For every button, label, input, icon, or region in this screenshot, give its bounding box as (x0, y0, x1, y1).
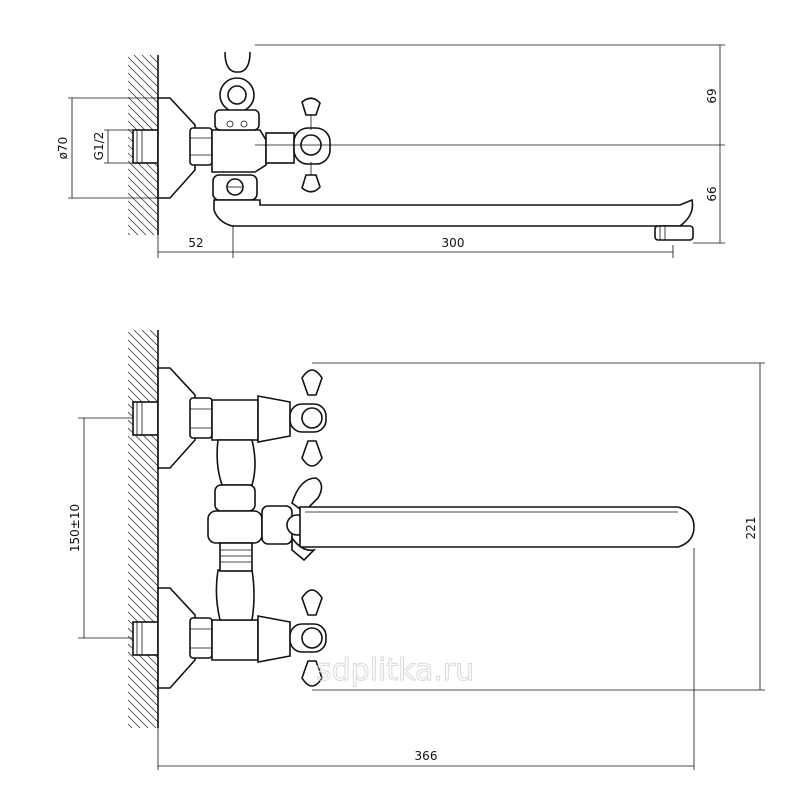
hatch-line (133, 329, 159, 355)
hatch-line (127, 699, 157, 729)
hatch-line (127, 56, 159, 88)
top-view-dimensions: ø70 G1/2 69 66 52 300 (56, 44, 725, 258)
hatch-line (127, 715, 141, 729)
hatch-line (127, 208, 155, 236)
hatch-line (127, 371, 159, 403)
total-length-label: 366 (415, 749, 438, 763)
wall-hatch-front (127, 329, 159, 729)
hatch-line (127, 683, 159, 715)
flange-diameter-label: ø70 (56, 137, 70, 160)
hatch-line (127, 363, 159, 395)
hatch-line (127, 216, 147, 236)
hatch-line (127, 451, 159, 483)
hatch-line (127, 168, 159, 200)
hatch-line (133, 54, 159, 80)
height-below-axis-label: 66 (705, 186, 719, 201)
hatch-line (127, 88, 159, 120)
hatch-line (141, 329, 159, 347)
hatch-line (127, 499, 159, 531)
hatch-line (127, 347, 159, 379)
hatch-line (127, 667, 159, 699)
hatch-line (127, 595, 159, 627)
hatch-line (141, 54, 159, 72)
hatch-line (127, 459, 159, 491)
hatch-line (127, 555, 159, 587)
spout-length-label: 300 (442, 236, 465, 250)
hatch-line (127, 331, 159, 363)
hatch-line (127, 563, 159, 595)
hatch-line (127, 523, 159, 555)
hatch-line (127, 80, 159, 112)
total-height-label: 221 (744, 517, 758, 540)
front-view (127, 329, 695, 729)
hatch-line (127, 355, 159, 387)
hatch-line (127, 64, 159, 96)
hatch-line (127, 72, 159, 104)
hatch-line (127, 515, 159, 547)
hatch-line (127, 160, 159, 192)
hatch-line (127, 443, 159, 475)
front-view-dimensions: 221 150±10 366 (68, 362, 765, 770)
hatch-line (127, 707, 149, 729)
hatch-line (127, 691, 159, 723)
hatch-line (127, 184, 159, 216)
hatch-line (127, 675, 159, 707)
inlet-spacing-label: 150±10 (68, 504, 82, 552)
hatch-line (127, 491, 159, 523)
hatch-line (127, 571, 159, 603)
hatch-line (127, 483, 159, 515)
hatch-line (127, 96, 159, 128)
thread-size-label: G1/2 (92, 132, 106, 161)
hatch-line (127, 467, 159, 499)
hatch-line (127, 659, 159, 691)
hatch-line (127, 531, 159, 563)
watermark: sdplitka.ru (316, 653, 474, 688)
hatch-line (127, 192, 159, 224)
hatch-line (127, 723, 133, 729)
hatch-line (149, 54, 159, 64)
height-above-axis-label: 69 (705, 88, 719, 103)
hatch-line (127, 547, 159, 579)
hatch-line (127, 539, 159, 571)
hatch-line (127, 579, 159, 611)
hatch-line (127, 435, 159, 467)
hatch-line (127, 232, 131, 236)
hatch-line (127, 176, 159, 208)
hatch-line (149, 329, 159, 339)
hatch-line (127, 507, 159, 539)
hatch-line (127, 651, 159, 683)
top-view (127, 51, 725, 241)
hatch-line (127, 339, 159, 371)
hatch-line (127, 200, 159, 232)
hatch-line (127, 224, 139, 236)
wall-offset-label: 52 (188, 236, 203, 250)
hatch-line (127, 587, 159, 619)
hatch-line (127, 475, 159, 507)
